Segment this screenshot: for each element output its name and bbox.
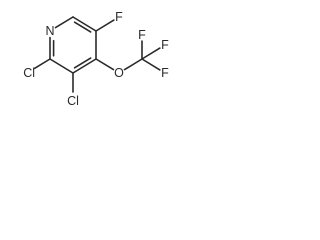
atom-label-fc: F (138, 28, 146, 42)
bond-c5-c6 (72, 16, 97, 32)
bond-c4-o4 (95, 58, 115, 71)
atom-label-n1: N (45, 24, 54, 38)
bond-c2-c3 (49, 58, 74, 74)
bond-c2-cl2 (33, 58, 51, 70)
bond-ccf3-fb (141, 58, 161, 71)
bond-o4-ccf3 (123, 58, 143, 71)
atom-label-cl2: Cl (23, 66, 35, 80)
bond-c6-n1 (54, 16, 74, 29)
atom-label-f5: F (115, 10, 123, 24)
atom-label-cl3: Cl (67, 94, 79, 108)
atom-label-fb: F (161, 66, 169, 80)
bond-ccf3-fa (141, 47, 161, 60)
atom-label-fa: F (161, 38, 169, 52)
bond-c3-c4 (72, 58, 97, 74)
atom-label-o4: O (114, 66, 124, 80)
bond-c5-f5 (95, 19, 115, 32)
bond-c3-c4-inner (73, 57, 92, 69)
bond-c5-c6-inner (73, 21, 92, 33)
bond-layer (33, 16, 161, 93)
